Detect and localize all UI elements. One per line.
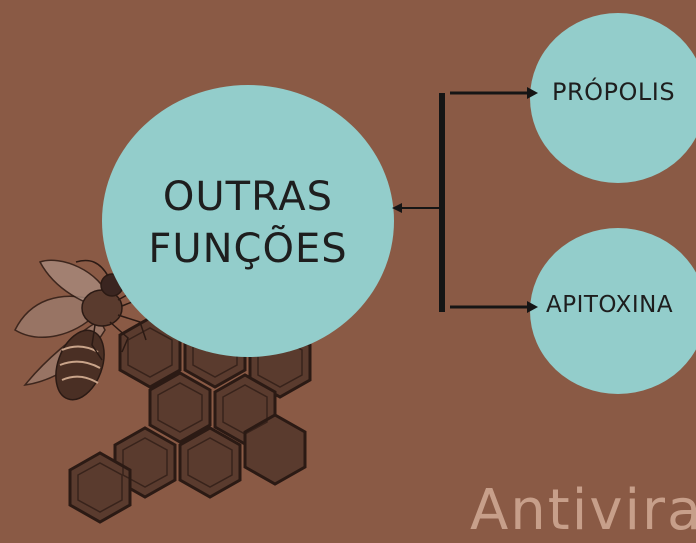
arrowhead-bottom bbox=[527, 301, 538, 313]
outras-funcoes-label: OUTRAS FUNÇÕES bbox=[148, 174, 348, 272]
bee-icon bbox=[14, 243, 151, 401]
apitoxina-label: APITOXINA bbox=[546, 292, 674, 318]
antiviral-heading: Antiviral bbox=[470, 478, 696, 543]
outras-funcoes-node: OUTRAS FUNÇÕES bbox=[102, 85, 394, 357]
propolis-label: PRÓPOLIS bbox=[552, 78, 676, 106]
connector-lines bbox=[392, 87, 538, 313]
apitoxina-node bbox=[530, 228, 696, 394]
arrowhead-top bbox=[527, 87, 538, 99]
arrowhead-center bbox=[392, 203, 402, 213]
propolis-node bbox=[530, 13, 696, 183]
honeycomb-icon bbox=[68, 316, 312, 524]
